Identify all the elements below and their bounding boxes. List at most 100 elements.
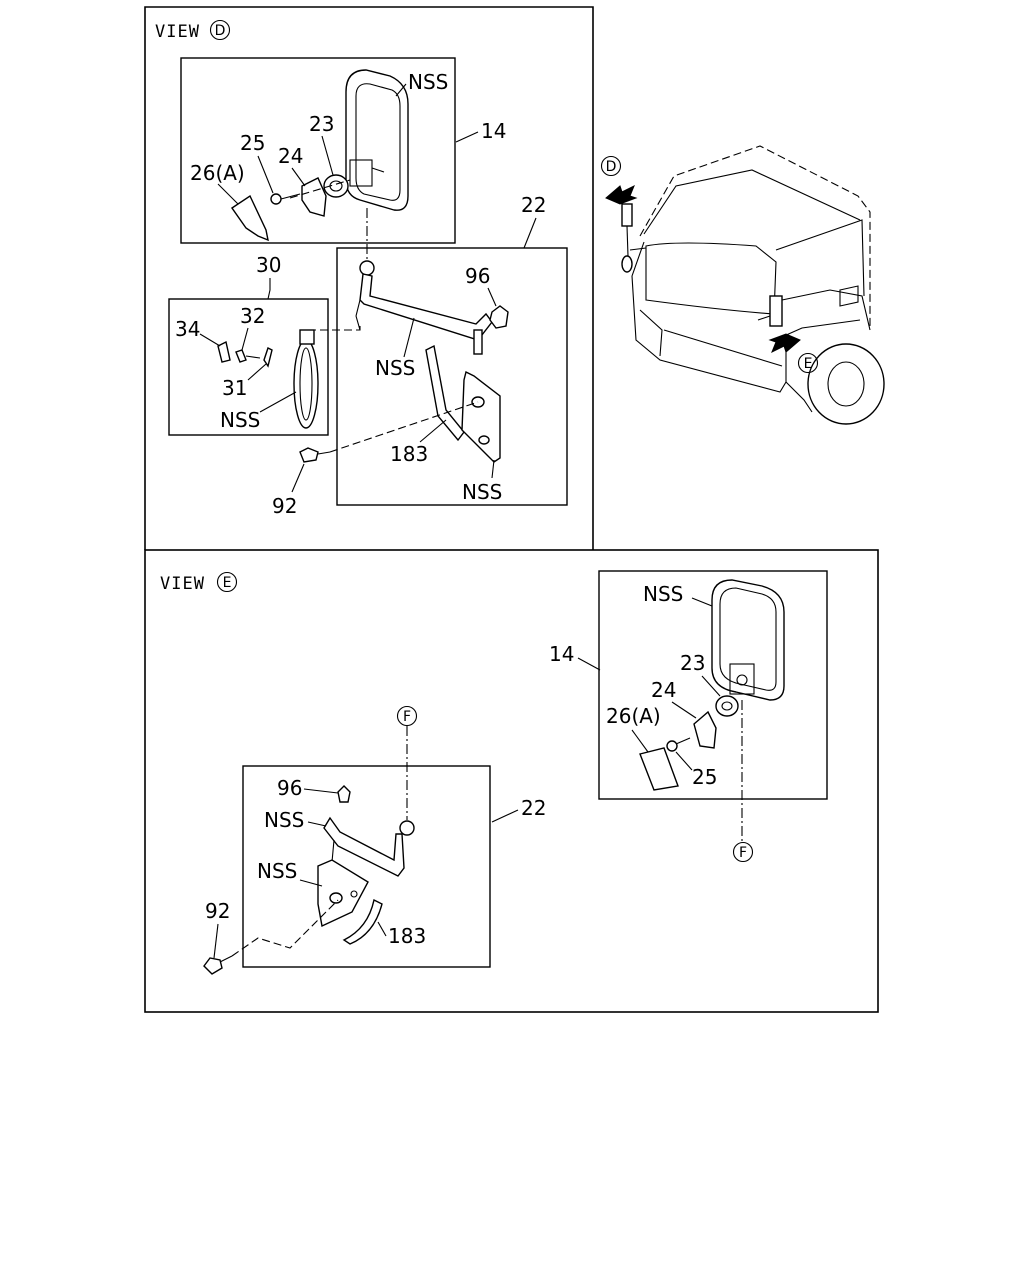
label-26a-e: 26(A) xyxy=(606,704,661,728)
label-31-d: 31 xyxy=(222,376,247,400)
under-mirror-box-d xyxy=(168,298,329,436)
label-26a-d: 26(A) xyxy=(190,161,245,185)
mirror-head-d xyxy=(345,69,409,211)
truck-marker-d: D xyxy=(606,159,617,175)
label-nss-bracket-d: NSS xyxy=(462,480,502,504)
label-24-e: 24 xyxy=(651,678,676,702)
label-92-e: 92 xyxy=(205,899,230,923)
leader-30-d xyxy=(267,278,271,300)
leader-92-e xyxy=(213,923,219,959)
truck-marker-e: E xyxy=(804,356,813,372)
label-nss-arm-e: NSS xyxy=(264,808,304,832)
part-25-screw-d xyxy=(270,193,301,205)
label-32-d: 32 xyxy=(240,304,265,328)
leader-24-e xyxy=(671,701,697,719)
leader-23-d xyxy=(321,135,334,176)
label-14-e: 14 xyxy=(549,642,574,666)
leader-nss-mirror-e xyxy=(691,597,713,607)
part-24-bracket-d xyxy=(301,177,327,217)
view-e-frame xyxy=(144,549,879,1013)
leader-22-e xyxy=(491,809,519,823)
mirror-assembly-box-d xyxy=(180,57,456,244)
view-d-title: VIEW D xyxy=(155,19,231,42)
leader-96-d xyxy=(487,287,497,307)
bolt-92-axis-d xyxy=(329,401,479,453)
leader-nss-bracket-d xyxy=(491,459,495,479)
part-32-screw-d xyxy=(235,349,261,363)
part-96-cap-d xyxy=(489,305,509,329)
label-30-d: 30 xyxy=(256,253,281,277)
label-34-d: 34 xyxy=(175,317,200,341)
leader-25-d xyxy=(257,155,274,194)
svg-text:VIEW: VIEW xyxy=(160,574,205,594)
leader-183-e xyxy=(377,921,387,937)
arrow-to-view-d: D xyxy=(600,155,638,205)
svg-text:F: F xyxy=(403,709,411,725)
truck-mirror-left xyxy=(621,203,647,273)
part-92-bolt-d xyxy=(299,447,331,463)
leader-96-e xyxy=(303,788,339,794)
leader-nss-under-d xyxy=(259,391,297,413)
label-23-d: 23 xyxy=(309,112,334,136)
truck-mirror-right xyxy=(757,295,783,327)
svg-text:D: D xyxy=(215,23,226,39)
mirror-assembly-box-e xyxy=(598,570,828,800)
part-31-washer-d xyxy=(263,347,273,368)
label-23-e: 23 xyxy=(680,651,705,675)
mount-bracket-d xyxy=(461,370,501,463)
part-26a-plate-e xyxy=(639,747,679,791)
label-nss-under-d: NSS xyxy=(220,408,260,432)
view-d-frame xyxy=(144,6,594,550)
part-96-cap-e xyxy=(337,785,351,803)
leader-32-d xyxy=(241,327,249,351)
mirror-head-e xyxy=(711,579,785,701)
leader-nss-mirror-d xyxy=(395,83,407,97)
leader-14-d xyxy=(455,131,479,143)
label-22-e: 22 xyxy=(521,796,546,820)
label-14-d: 14 xyxy=(481,119,506,143)
svg-text:E: E xyxy=(223,575,232,591)
leader-nss-arm-e xyxy=(307,821,327,827)
svg-text:F: F xyxy=(739,845,747,861)
svg-text:VIEW: VIEW xyxy=(155,22,200,42)
label-nss-bracket-e: NSS xyxy=(257,859,297,883)
label-25-e: 25 xyxy=(692,765,717,789)
arrow-to-view-e: E xyxy=(768,333,819,374)
leader-22-d xyxy=(523,217,537,249)
label-96-d: 96 xyxy=(465,264,490,288)
leader-183-d xyxy=(419,419,447,443)
leader-26a-d xyxy=(217,183,239,205)
mirror-arm-e xyxy=(323,816,415,877)
label-nss-mirror-d: NSS xyxy=(408,70,448,94)
label-nss-mirror-e: NSS xyxy=(643,582,683,606)
part-92-bolt-e xyxy=(203,955,233,975)
part-23-cap-e xyxy=(715,695,739,717)
leader-25-e xyxy=(675,751,693,771)
under-mirror-link-d xyxy=(308,322,361,331)
leader-31-d xyxy=(247,363,267,381)
under-mirror-d xyxy=(293,329,319,429)
mirror-d-dash-lines xyxy=(289,179,351,199)
part-24-bracket-e xyxy=(693,710,717,749)
part-183-strip-d xyxy=(425,344,465,442)
leader-nss-arm-d xyxy=(403,317,415,358)
part-34-clip-d xyxy=(217,340,231,363)
flag-f-top: F xyxy=(396,705,418,727)
leader-34-d xyxy=(199,333,221,347)
leader-92-d xyxy=(291,463,305,493)
label-92-d: 92 xyxy=(272,494,297,518)
mirror-arm-d xyxy=(355,260,493,355)
mount-bracket-e xyxy=(317,859,369,928)
label-25-d: 25 xyxy=(240,131,265,155)
arm-assembly-box-e xyxy=(242,765,491,968)
flag-f-bottom: F xyxy=(732,841,754,863)
truck-cab-illustration xyxy=(631,145,885,425)
leader-14-e xyxy=(577,657,601,671)
leader-26a-e xyxy=(631,729,649,753)
label-183-d: 183 xyxy=(390,442,428,466)
arm-assembly-box-d xyxy=(336,247,568,506)
label-nss-arm-d: NSS xyxy=(375,356,415,380)
part-23-cap-d xyxy=(323,174,349,198)
label-24-d: 24 xyxy=(278,144,303,168)
